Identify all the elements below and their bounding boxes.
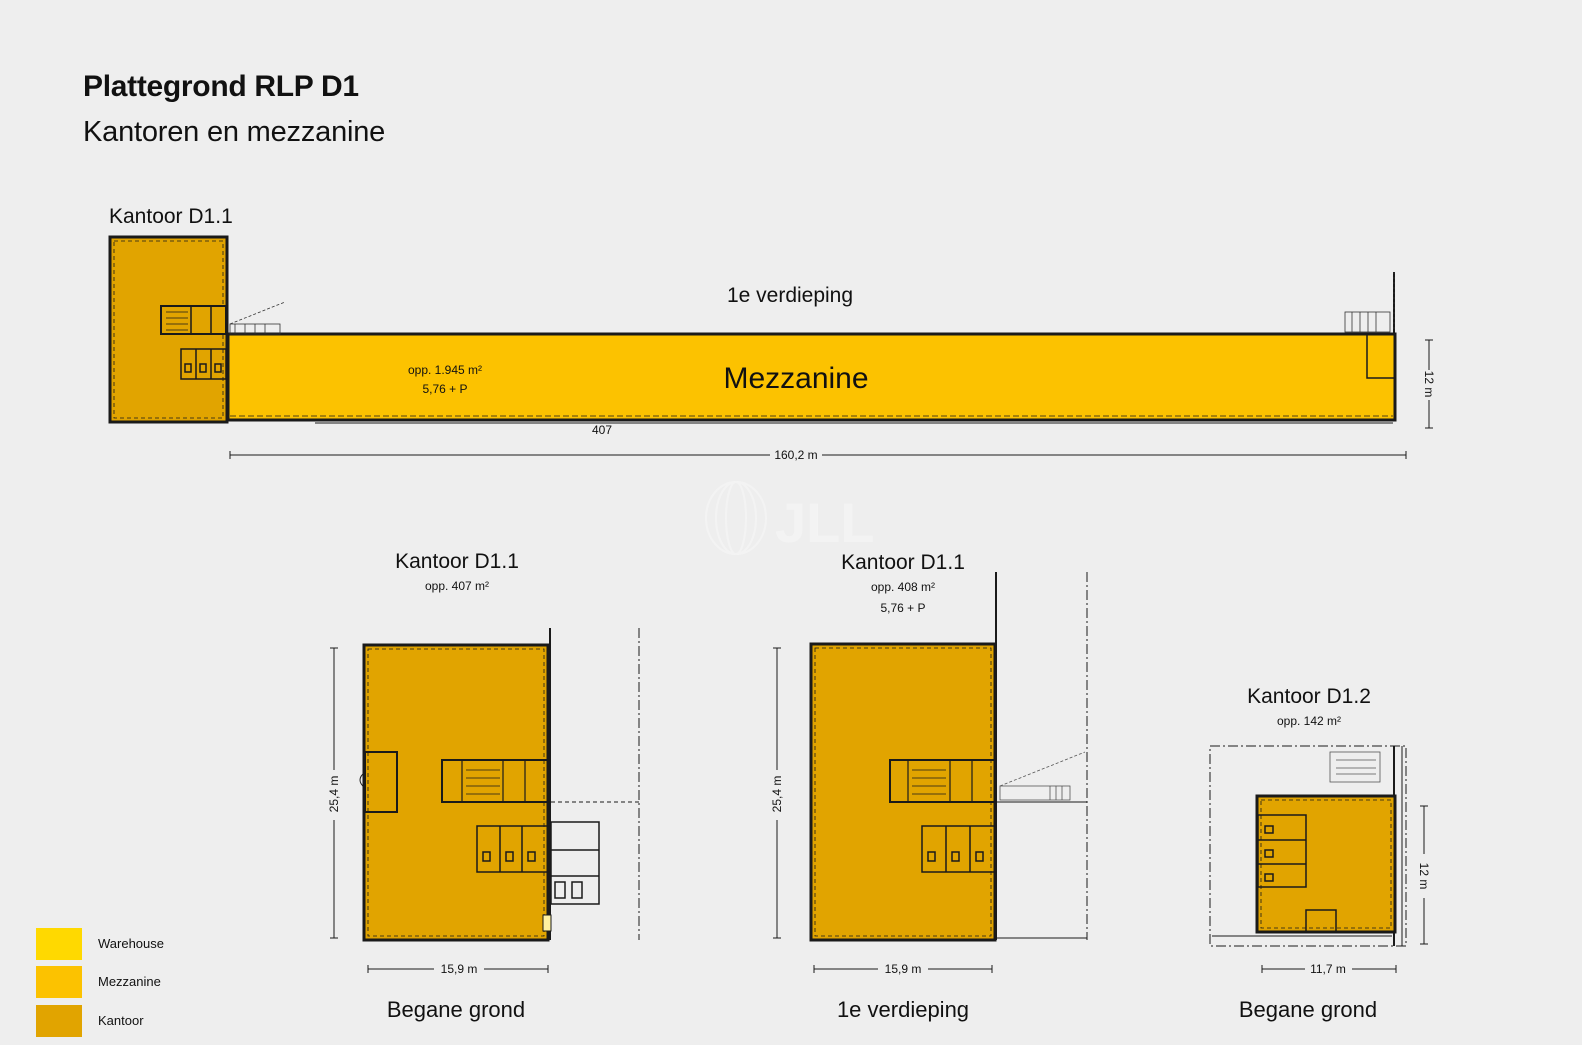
top-left-stair <box>229 301 286 335</box>
mezzanine-load-label: 5,76 + P <box>422 382 467 396</box>
plan-a-stair-core <box>441 759 549 803</box>
plan-c: Kantoor D1.2 opp. 142 m² <box>1209 685 1431 1022</box>
depth-dim-label: 12 m <box>1422 371 1436 398</box>
plan-b-height-label: 25,4 m <box>770 776 784 813</box>
plan-a-area: opp. 407 m² <box>425 579 489 593</box>
plan-b-width-label: 15,9 m <box>885 962 922 976</box>
plan-a-toilets <box>476 825 549 873</box>
plan-b-height-dimension <box>773 647 781 939</box>
plan-a-title: Kantoor D1.1 <box>395 550 519 573</box>
legend-label-kantoor: Kantoor <box>98 1013 144 1028</box>
plan-c-area: opp. 142 m² <box>1277 714 1341 728</box>
watermark-text: JLL <box>775 491 875 554</box>
plan-b-outside-stair <box>999 751 1086 801</box>
top-stair-core <box>160 305 227 335</box>
depth-dimension <box>1425 339 1433 429</box>
plan-c-stair <box>1329 751 1381 783</box>
plan-a-office-area <box>362 643 550 942</box>
plan-a-height-dimension <box>330 647 338 939</box>
legend-label-mezzanine: Mezzanine <box>98 974 161 989</box>
plan-a-width-label: 15,9 m <box>441 962 478 976</box>
plan-b-floor: 1e verdieping <box>837 997 969 1022</box>
legend-item-kantoor: Kantoor <box>36 1005 236 1039</box>
legend-item-mezzanine: Mezzanine <box>36 966 236 1000</box>
length-dim-label: 160,2 m <box>774 448 817 462</box>
plan-c-height-label: 12 m <box>1417 863 1431 890</box>
plan-a-width-dimension <box>367 965 549 973</box>
mezzanine-small-dim: 407 <box>592 423 612 437</box>
plan-b-title: Kantoor D1.1 <box>841 551 965 574</box>
plan-a: Kantoor D1.1 opp. 407 m² <box>327 550 640 1022</box>
plan-a-annex <box>550 801 639 905</box>
plan-c-height-dimension <box>1420 805 1428 945</box>
legend-item-warehouse: Warehouse <box>36 928 236 962</box>
jll-watermark: JLL <box>705 481 875 555</box>
plan-c-title: Kantoor D1.2 <box>1247 685 1371 708</box>
top-office-label: Kantoor D1.1 <box>109 205 233 228</box>
top-floor-label: 1e verdieping <box>727 284 853 307</box>
plan-b-width-dimension <box>813 965 993 973</box>
plan-c-width-dimension <box>1261 965 1397 973</box>
plan-c-floor: Begane grond <box>1239 997 1377 1022</box>
plan-a-floor: Begane grond <box>387 997 525 1022</box>
plan-b-stair-core <box>889 759 997 803</box>
length-dimension <box>229 451 1407 459</box>
legend-swatch-warehouse <box>36 928 82 960</box>
plan-c-width-label: 11,7 m <box>1310 962 1346 976</box>
mezzanine-label: Mezzanine <box>723 362 868 395</box>
page-subtitle: Kantoren en mezzanine <box>83 116 386 148</box>
plan-b-toilets <box>921 825 997 873</box>
legend-swatch-mezzanine <box>36 966 82 998</box>
plan-b-load: 5,76 + P <box>880 601 925 615</box>
top-plan: Kantoor D1.1 <box>108 205 1436 462</box>
legend-swatch-kantoor <box>36 1005 82 1037</box>
mezzanine-area-label: opp. 1.945 m² <box>408 363 482 377</box>
page-title: Plattegrond RLP D1 <box>83 70 359 103</box>
plan-c-toilets <box>1257 814 1307 888</box>
top-toilets <box>180 348 227 380</box>
plan-b-office-area <box>809 642 997 942</box>
plan-b-area: opp. 408 m² <box>871 580 935 594</box>
plan-b: Kantoor D1.1 opp. 408 m² 5,76 + P <box>770 551 1088 1022</box>
plan-a-height-label: 25,4 m <box>327 776 341 813</box>
legend-label-warehouse: Warehouse <box>98 936 164 951</box>
top-right-stair <box>1344 272 1395 334</box>
